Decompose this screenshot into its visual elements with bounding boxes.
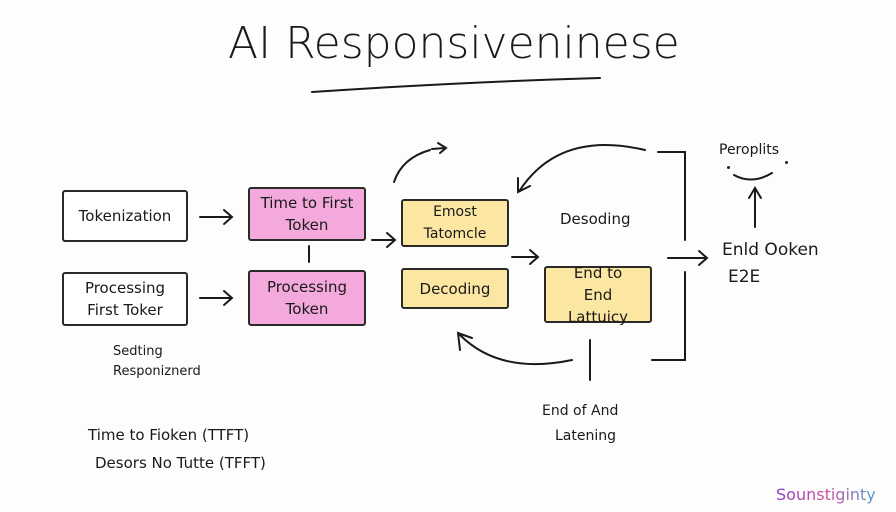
label-peroplits: Peroplits	[719, 142, 780, 158]
title-underline	[311, 77, 601, 93]
dot	[785, 161, 788, 164]
box-decoding: Decoding	[401, 268, 509, 309]
loop-top	[393, 149, 431, 183]
label-ttft-line1: Time to Fioken (TTFT)	[88, 426, 250, 444]
watermark-logo: Sounstiginty	[776, 485, 876, 504]
label-end-token: Enld Ooken	[722, 240, 819, 260]
box-emost: Emost Tatomcle	[401, 199, 509, 247]
label-ttft-line2: Desors No Tutte (TFFT)	[95, 454, 266, 472]
box-ttft: Time to First Token	[248, 187, 366, 241]
arrow-up-peroplits	[748, 186, 762, 228]
label-desoding: Desoding	[560, 210, 631, 228]
dot	[727, 166, 730, 169]
loop-top-dash	[431, 142, 448, 154]
label-end-of-and: End of And	[542, 403, 619, 419]
arrow-to-e2e	[511, 249, 540, 265]
label-e2e: E2E	[728, 267, 761, 287]
box-tokenization: Tokenization	[62, 190, 188, 242]
page-title: AI Responsiveninese	[228, 18, 680, 69]
label-latening: Latening	[555, 428, 617, 444]
label-sedting: Sedting	[113, 344, 163, 359]
loop-right-top	[517, 144, 686, 241]
loop-bottom	[456, 331, 591, 381]
arrow-processing-first	[199, 290, 234, 306]
loop-right-bottom	[651, 271, 686, 361]
box-processing-first: Processing First Toker	[62, 272, 188, 326]
arrow-tokenization-ttft	[199, 209, 234, 225]
arrow-to-end-token	[667, 250, 709, 266]
arrow-ttft-emost	[371, 232, 397, 248]
smile	[733, 172, 773, 181]
box-processing-token: Processing Token	[248, 270, 366, 326]
box-e2e-latency: End to End Lattuicy	[544, 264, 652, 326]
label-responiznerd: Responiznerd	[113, 364, 201, 379]
